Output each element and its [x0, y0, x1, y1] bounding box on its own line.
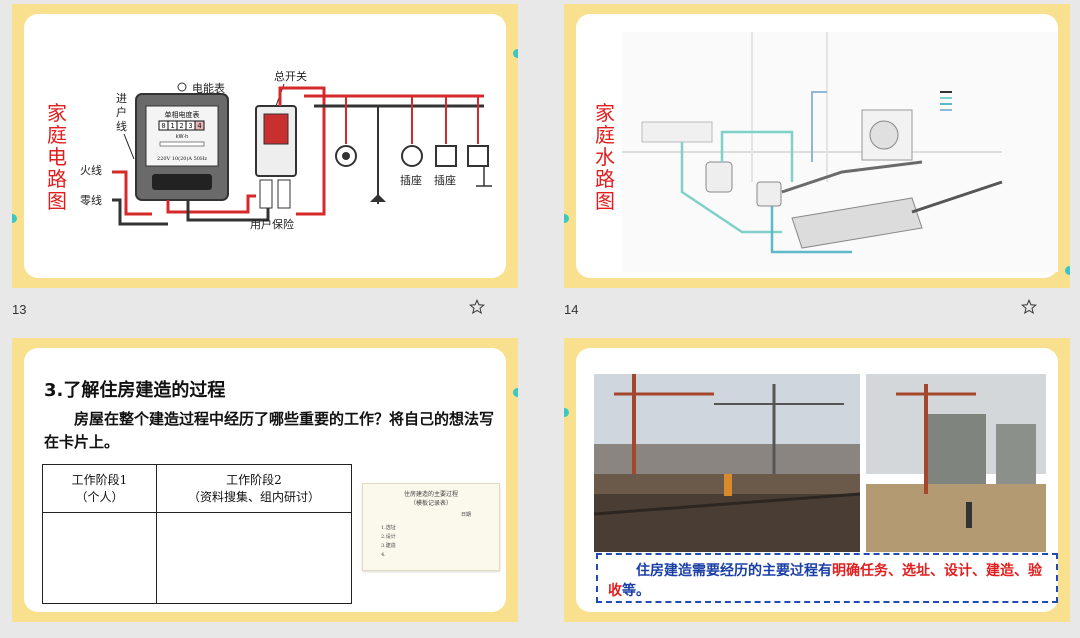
- table-cell[interactable]: [157, 513, 352, 604]
- slide-canvas: 3.了解住房建造的过程 房屋在整个建造过程中经历了哪些重要的工作？将自己的想法写…: [24, 348, 506, 612]
- slide-number: 13: [12, 302, 26, 317]
- meter-digit: 3: [188, 122, 192, 130]
- summary-caption: 住房建造需要经历的主要过程有明确任务、选址、设计、建造、验收等。: [596, 553, 1058, 603]
- slide-canvas: 住房建造需要经历的主要过程有明确任务、选址、设计、建造、验收等。: [576, 348, 1058, 612]
- incoming-label-3: 线: [116, 119, 127, 133]
- incoming-label-1: 进: [116, 92, 127, 105]
- teal-dot: [564, 214, 569, 223]
- table-cell[interactable]: [43, 513, 157, 604]
- slide-14-cell[interactable]: 家庭水路图: [564, 4, 1080, 320]
- slide-16[interactable]: 住房建造需要经历的主要过程有明确任务、选址、设计、建造、验收等。: [564, 338, 1070, 622]
- slide-description: 房屋在整个建造过程中经历了哪些重要的工作？将自己的想法写在卡片上。: [44, 408, 504, 454]
- fuse-label: 用户保险: [250, 217, 294, 231]
- plumbing-diagram: [622, 32, 1058, 272]
- slide-canvas: 家庭水路图: [576, 14, 1058, 278]
- card-item: 4.: [381, 551, 396, 560]
- slide-15-cell[interactable]: 3.了解住房建造的过程 房屋在整个建造过程中经历了哪些重要的工作？将自己的想法写…: [12, 338, 532, 638]
- slide-13-cell[interactable]: 家庭电路图 进 户 线 火线 零线 单相电度表: [12, 4, 532, 320]
- card-item: 3.建造: [381, 542, 396, 551]
- slide-14[interactable]: 家庭水路图: [564, 4, 1070, 288]
- teal-dot: [1065, 266, 1070, 275]
- slide-16-cell[interactable]: 住房建造需要经历的主要过程有明确任务、选址、设计、建造、验收等。: [564, 338, 1080, 638]
- vertical-title: 家庭水路图: [594, 102, 616, 212]
- work-stage-table: 工作阶段1（个人） 工作阶段2（资料搜集、组内研讨）: [42, 464, 352, 604]
- table-header-cell: 工作阶段1（个人）: [43, 465, 157, 513]
- live-wire-label: 火线: [80, 163, 102, 177]
- slide-canvas: 家庭电路图 进 户 线 火线 零线 单相电度表: [24, 14, 506, 278]
- teal-dot: [513, 388, 518, 397]
- card-item: 1.选址: [381, 524, 396, 533]
- slide-title: 3.了解住房建造的过程: [44, 376, 225, 402]
- main-switch-label: 总开关: [274, 69, 307, 83]
- slide-number: 14: [564, 302, 578, 317]
- teal-dot: [513, 49, 518, 58]
- neutral-wire-label: 零线: [80, 193, 102, 207]
- table-header-cell: 工作阶段2（资料搜集、组内研讨）: [157, 465, 352, 513]
- meter-title: 单相电度表: [165, 110, 200, 119]
- card-date-label: 日期: [461, 511, 471, 518]
- construction-photo-2: [866, 374, 1046, 552]
- teal-dot: [564, 408, 569, 417]
- slide-15[interactable]: 3.了解住房建造的过程 房屋在整个建造过程中经历了哪些重要的工作？将自己的想法写…: [12, 338, 518, 622]
- meter-unit: kW·h: [176, 134, 189, 140]
- record-card: 住房建造的主要过程（模板记录表） 日期 1.选址 2.设计 3.建造 4.: [362, 483, 500, 571]
- circuit-diagram: 进 户 线 火线 零线 单相电度表 0 1 2: [64, 14, 504, 278]
- slide-13[interactable]: 家庭电路图 进 户 线 火线 零线 单相电度表: [12, 4, 518, 288]
- card-item: 2.设计: [381, 533, 396, 542]
- meter-digit: 2: [179, 122, 183, 130]
- meter-digit: 0: [161, 122, 165, 130]
- construction-photo-1: [594, 374, 860, 552]
- socket-label-1: 插座: [400, 173, 422, 187]
- star-icon[interactable]: [1020, 298, 1038, 316]
- socket-label-2: 插座: [434, 173, 456, 187]
- teal-dot: [12, 214, 17, 223]
- meter-digit: 1: [170, 122, 174, 130]
- meter-digit: 4: [197, 122, 201, 130]
- meter-label: 电能表: [192, 81, 225, 95]
- incoming-label-2: 户: [116, 105, 127, 119]
- meter-spec: 220V 10(20)A 50Hz: [157, 155, 207, 162]
- star-icon[interactable]: [468, 298, 486, 316]
